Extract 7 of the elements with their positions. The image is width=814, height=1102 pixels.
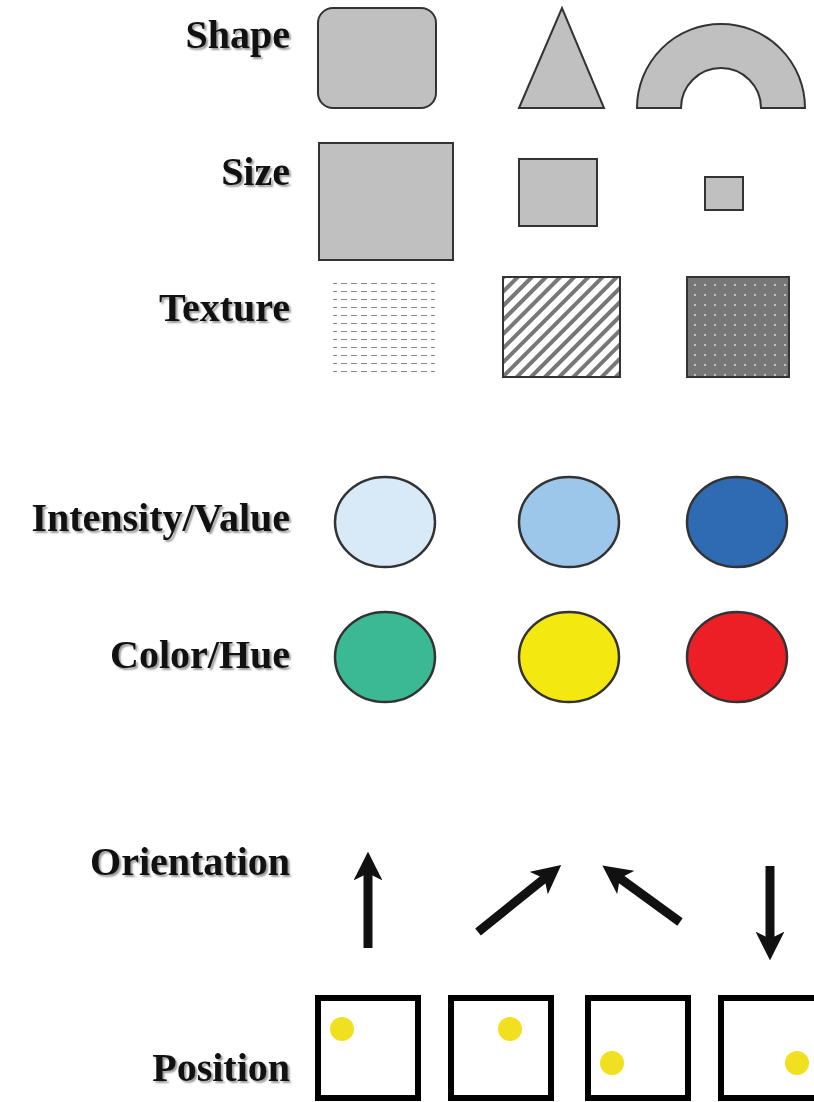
row-label: Size — [221, 150, 290, 194]
row-label: Color/Hue — [110, 633, 290, 677]
row-label: Intensity/Value — [31, 496, 290, 540]
row-label: Position — [152, 1046, 290, 1090]
row-label: Texture — [158, 286, 290, 330]
row-label: Shape — [185, 13, 290, 57]
row-label: Orientation — [90, 840, 290, 884]
